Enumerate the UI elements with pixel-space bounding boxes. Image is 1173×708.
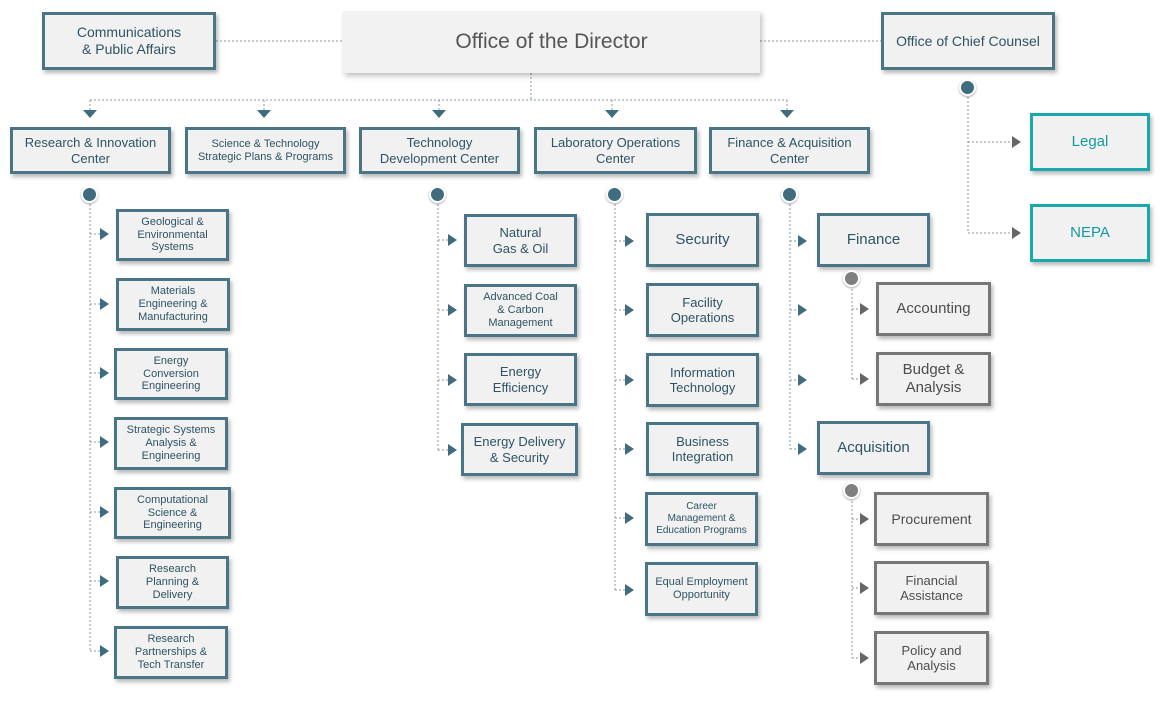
- arrow-right-icon: [448, 234, 457, 246]
- unit-legal: Legal: [1030, 113, 1150, 171]
- unit-security: Security: [646, 213, 759, 267]
- arrow-down-icon: [83, 110, 97, 118]
- arrow-right-icon: [860, 513, 869, 525]
- arrow-right-icon: [860, 303, 869, 315]
- arrow-right-icon: [798, 304, 807, 316]
- unit-finance: Finance: [817, 213, 930, 267]
- arrow-right-icon: [100, 298, 109, 310]
- unit-accounting: Accounting: [876, 282, 991, 336]
- arrow-down-icon: [605, 110, 619, 118]
- unit-geological-environmental: Geological & Environmental Systems: [116, 209, 229, 261]
- arrow-right-icon: [100, 367, 109, 379]
- unit-strategic-systems: Strategic Systems Analysis & Engineering: [114, 417, 228, 470]
- arrow-right-icon: [625, 584, 634, 596]
- arrow-right-icon: [1012, 227, 1021, 239]
- arrow-right-icon: [798, 374, 807, 386]
- unit-policy-analysis: Policy and Analysis: [874, 631, 989, 685]
- arrow-right-icon: [100, 645, 109, 657]
- unit-acquisition: Acquisition: [817, 421, 930, 475]
- unit-business-integration: Business Integration: [646, 422, 759, 476]
- node-dot-icon: [81, 186, 98, 203]
- arrow-right-icon: [860, 652, 869, 664]
- arrow-right-icon: [625, 235, 634, 247]
- unit-financial-assistance: Financial Assistance: [874, 561, 989, 615]
- unit-career-management: Career Management & Education Programs: [645, 492, 758, 546]
- unit-computational-science: Computational Science & Engineering: [114, 487, 231, 539]
- arrow-right-icon: [625, 304, 634, 316]
- arrow-right-icon: [448, 304, 457, 316]
- arrow-down-icon: [257, 110, 271, 118]
- node-dot-icon: [429, 186, 446, 203]
- unit-research-planning: Research Planning & Delivery: [116, 556, 229, 609]
- unit-research-partnerships: Research Partnerships & Tech Transfer: [114, 626, 228, 679]
- arrow-right-icon: [100, 228, 109, 240]
- node-dot-icon: [843, 270, 860, 287]
- arrow-right-icon: [860, 582, 869, 594]
- arrow-right-icon: [100, 506, 109, 518]
- arrow-right-icon: [798, 443, 807, 455]
- arrow-right-icon: [625, 374, 634, 386]
- arrow-right-icon: [100, 436, 109, 448]
- office-of-the-director-box: Office of the Director: [343, 11, 760, 73]
- center-laboratory-operations: Laboratory Operations Center: [534, 127, 697, 174]
- node-dot-icon: [606, 186, 623, 203]
- office-of-chief-counsel-box: Office of Chief Counsel: [881, 12, 1055, 70]
- arrow-right-icon: [625, 512, 634, 524]
- arrow-right-icon: [1012, 136, 1021, 148]
- node-dot-icon: [781, 186, 798, 203]
- unit-facility-operations: Facility Operations: [646, 283, 759, 337]
- center-science-technology-strategic-plans: Science & Technology Strategic Plans & P…: [185, 127, 346, 174]
- unit-information-technology: Information Technology: [646, 353, 759, 407]
- arrow-right-icon: [625, 443, 634, 455]
- unit-advanced-coal: Advanced Coal & Carbon Management: [464, 284, 577, 337]
- center-finance-acquisition: Finance & Acquisition Center: [709, 127, 870, 174]
- unit-energy-delivery-security: Energy Delivery & Security: [461, 423, 578, 476]
- unit-equal-employment-opportunity: Equal Employment Opportunity: [645, 562, 758, 616]
- unit-budget-analysis: Budget & Analysis: [876, 352, 991, 406]
- unit-procurement: Procurement: [874, 492, 989, 546]
- node-dot-icon: [843, 482, 860, 499]
- arrow-right-icon: [798, 235, 807, 247]
- arrow-right-icon: [448, 444, 457, 456]
- center-technology-development: Technology Development Center: [359, 127, 520, 174]
- unit-energy-conversion: Energy Conversion Engineering: [114, 348, 228, 400]
- unit-natural-gas-oil: Natural Gas & Oil: [464, 214, 577, 267]
- node-dot-icon: [959, 79, 976, 96]
- arrow-down-icon: [432, 110, 446, 118]
- unit-nepa: NEPA: [1030, 204, 1150, 262]
- arrow-right-icon: [860, 373, 869, 385]
- unit-energy-efficiency: Energy Efficiency: [464, 353, 577, 406]
- arrow-right-icon: [100, 575, 109, 587]
- arrow-right-icon: [448, 374, 457, 386]
- arrow-down-icon: [780, 110, 794, 118]
- communications-public-affairs-box: Communications & Public Affairs: [42, 12, 216, 70]
- unit-materials-engineering: Materials Engineering & Manufacturing: [116, 278, 230, 331]
- center-research-innovation: Research & Innovation Center: [10, 127, 171, 174]
